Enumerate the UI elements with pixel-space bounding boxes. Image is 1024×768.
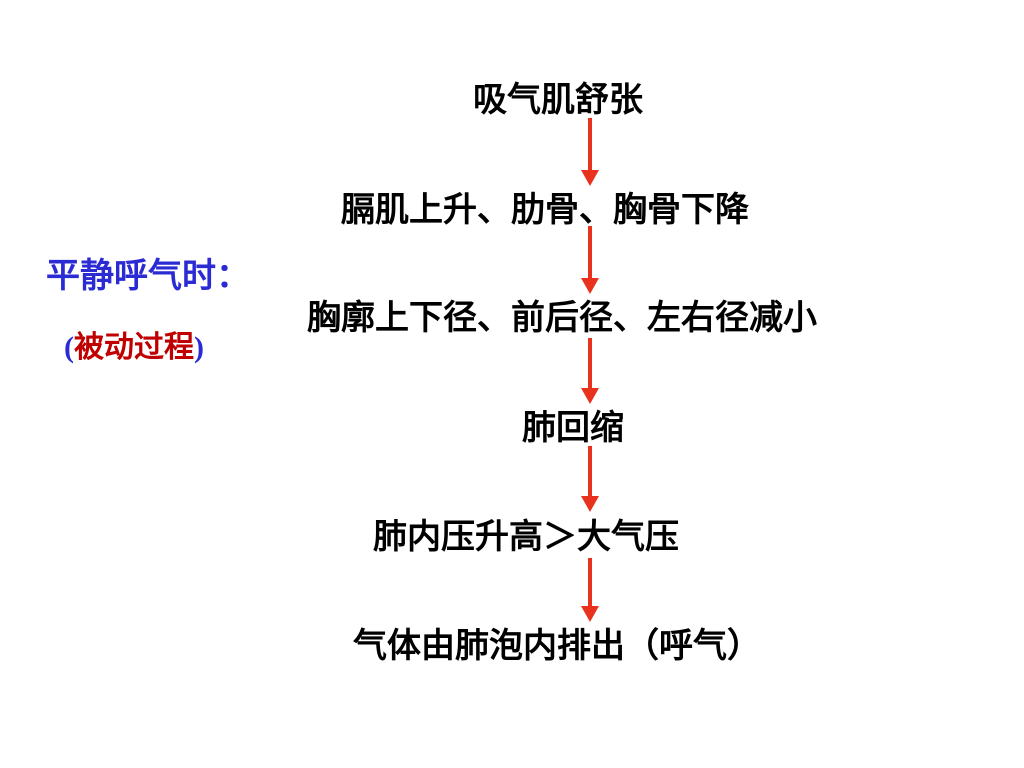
flow-arrowhead-1 xyxy=(581,170,599,186)
side-subtitle-text: 被动过程 xyxy=(74,330,194,365)
flow-arrowhead-3 xyxy=(581,388,599,404)
flow-step-4: 肺回缩 xyxy=(522,408,624,448)
flow-step-3: 胸廓上下径、前后径、左右径减小 xyxy=(307,298,817,338)
flow-arrowhead-4 xyxy=(581,496,599,512)
close-paren: ) xyxy=(194,331,204,364)
open-paren: ( xyxy=(64,331,74,364)
flow-arrowhead-2 xyxy=(581,278,599,294)
flow-step-5: 肺内压升高＞大气压 xyxy=(373,517,679,557)
side-subtitle: (被动过程) xyxy=(64,330,204,366)
side-title: 平静呼气时： xyxy=(46,256,250,296)
flow-step-6: 气体由肺泡内排出（呼气） xyxy=(353,626,761,666)
flow-step-1: 吸气肌舒张 xyxy=(473,80,643,120)
flow-arrowhead-5 xyxy=(581,606,599,622)
flow-step-2: 膈肌上升、肋骨、胸骨下降 xyxy=(341,190,749,230)
